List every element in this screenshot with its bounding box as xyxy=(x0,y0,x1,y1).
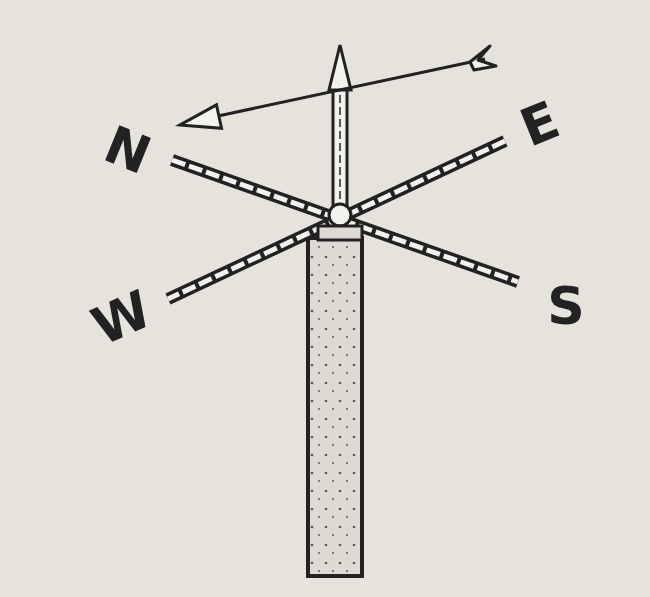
hub xyxy=(329,204,351,226)
spike xyxy=(333,88,347,218)
arrow-tail xyxy=(470,46,496,70)
arrow-head xyxy=(180,105,222,128)
compass-letter: N xyxy=(98,118,158,183)
pole-cap xyxy=(318,226,362,240)
pole xyxy=(308,238,362,576)
compass-letter: E xyxy=(514,93,566,155)
arrow-shaft xyxy=(218,59,485,116)
compass-letter: W xyxy=(85,283,159,354)
spike-detail xyxy=(339,95,341,212)
spike-tip xyxy=(329,45,351,90)
pole-texture xyxy=(310,240,360,574)
compass-letter: S xyxy=(547,280,584,332)
